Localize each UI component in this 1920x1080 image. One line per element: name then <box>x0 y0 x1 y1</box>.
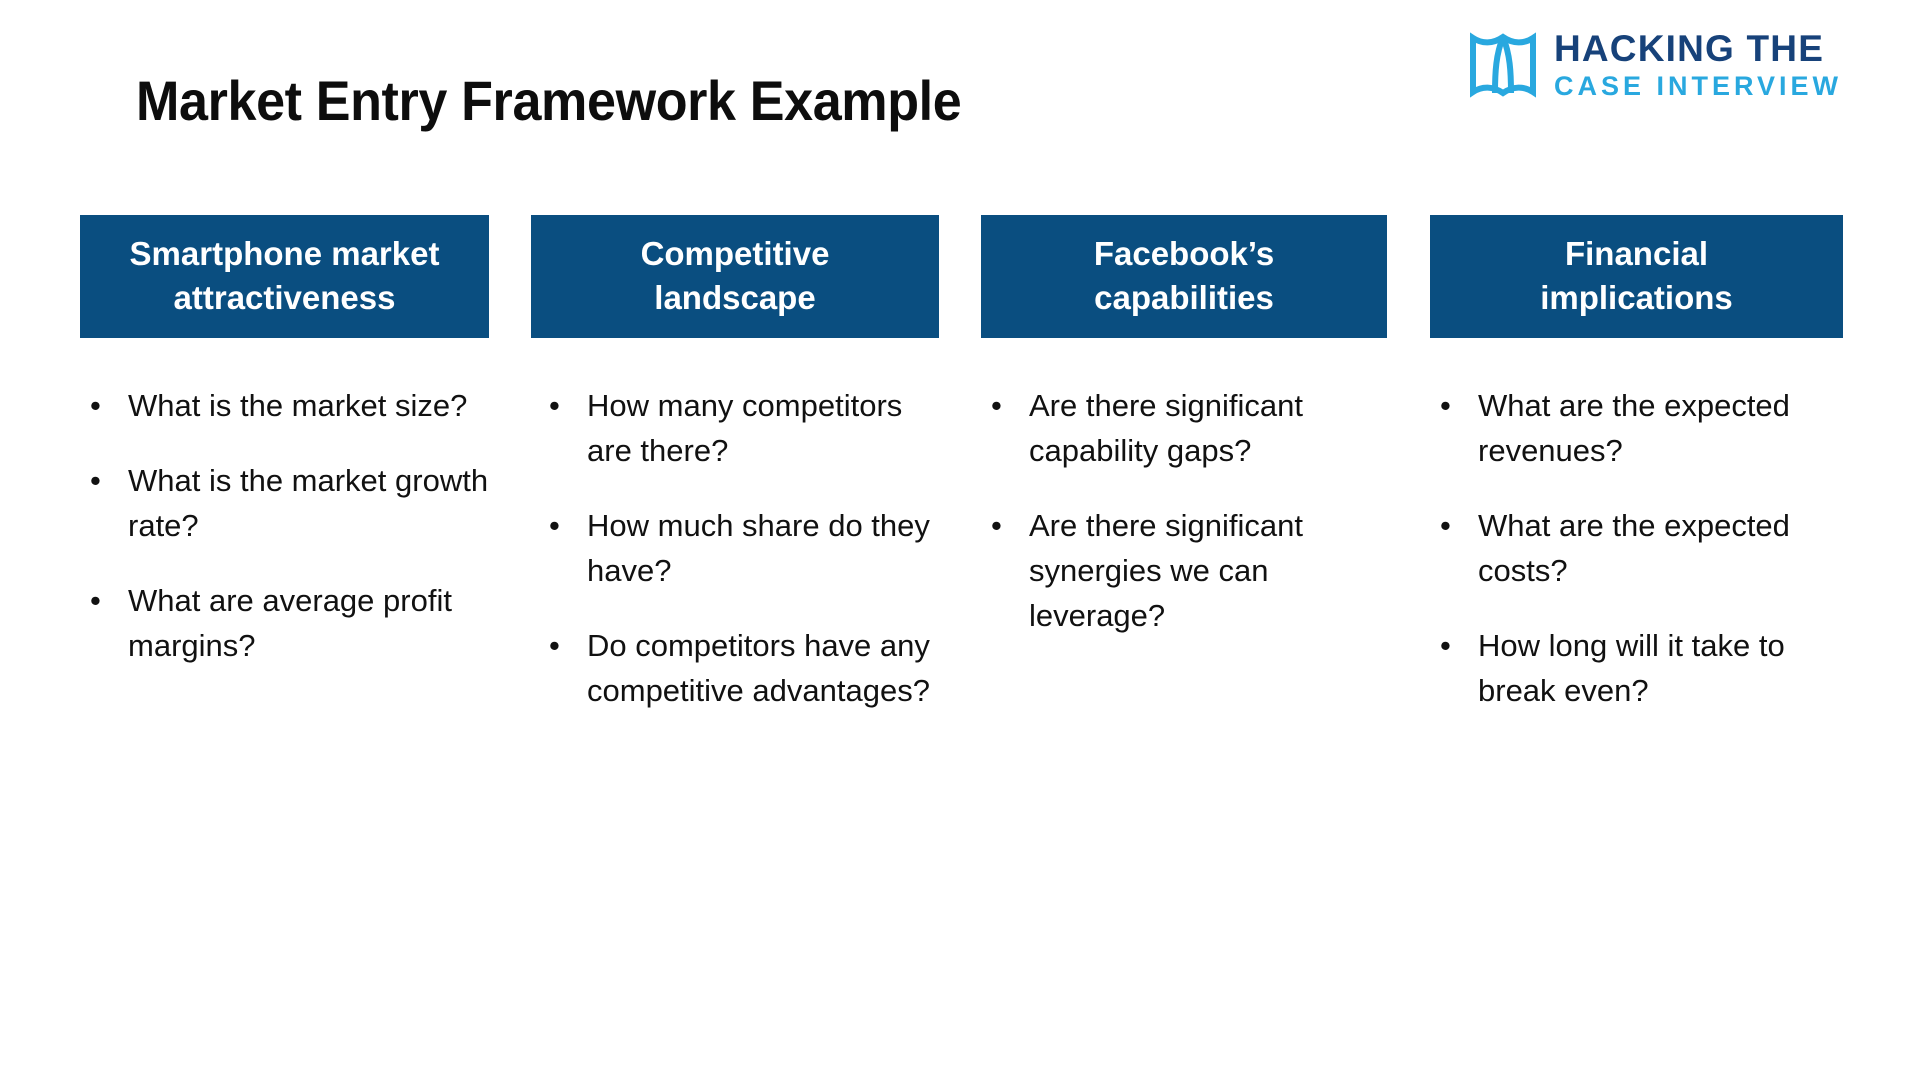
framework-columns: Smartphone market attractiveness • What … <box>0 215 1920 744</box>
list-item: • What are the expected revenues? <box>1430 384 1843 474</box>
open-book-icon <box>1468 32 1538 98</box>
list-item: • What is the market size? <box>80 384 489 429</box>
bullet-text: How long will it take to break even? <box>1478 627 1785 708</box>
framework-column-competitive-landscape: Competitive landscape • How many competi… <box>531 215 939 744</box>
framework-column-facebooks-capabilities: Facebook’s capabilities • Are there sign… <box>981 215 1387 744</box>
bullet-text: What is the market growth rate? <box>128 462 489 543</box>
bullet-icon: • <box>1440 627 1451 663</box>
list-item: • What are the expected costs? <box>1430 504 1843 594</box>
bullet-text: How many competitors are there? <box>587 388 903 468</box>
logo-line-2: CASE INTERVIEW <box>1553 71 1842 101</box>
bullet-list-1: • What is the market size? • What is the… <box>80 384 489 669</box>
column-header-1: Smartphone market attractiveness <box>80 215 489 338</box>
bullet-text: Do competitors have any competitive adva… <box>587 627 930 708</box>
bullet-icon: • <box>549 388 560 423</box>
bullet-text: What are the expected revenues? <box>1478 388 1790 468</box>
column-header-2-line-2: landscape <box>654 279 816 316</box>
column-header-3-line-1: Facebook’s <box>1093 235 1275 273</box>
bullet-list-3: • Are there significant capability gaps?… <box>981 384 1387 639</box>
list-item: • Are there significant capability gaps? <box>981 384 1387 474</box>
bullet-icon: • <box>1440 507 1451 543</box>
column-header-2: Competitive landscape <box>531 215 939 338</box>
bullet-text: How much share do they have? <box>587 507 930 588</box>
bullet-icon: • <box>90 388 101 423</box>
bullet-icon: • <box>1440 388 1451 423</box>
list-item: • What are average profit margins? <box>80 579 489 669</box>
bullet-text: Are there significant synergies we can l… <box>1029 507 1303 633</box>
brand-logo: HACKING THE CASE INTERVIEW <box>1468 30 1842 100</box>
bullet-text: Are there significant capability gaps? <box>1029 388 1303 468</box>
list-item: • How much share do they have? <box>539 504 939 594</box>
list-item: • What is the market growth rate? <box>80 459 489 549</box>
logo-line-1: HACKING THE <box>1553 28 1825 69</box>
column-header-3-line-2: capabilities <box>1094 279 1274 316</box>
bullet-icon: • <box>549 627 560 663</box>
list-item: • Are there significant synergies we can… <box>981 504 1387 639</box>
column-header-3: Facebook’s capabilities <box>981 215 1387 338</box>
framework-column-smartphone-market-attractiveness: Smartphone market attractiveness • What … <box>80 215 489 744</box>
bullet-text: What are average profit margins? <box>128 582 452 663</box>
logo-wordmark: HACKING THE CASE INTERVIEW <box>1554 30 1842 100</box>
bullet-icon: • <box>90 462 101 498</box>
bullet-icon: • <box>991 507 1002 543</box>
column-header-4-line-2: implications <box>1540 279 1733 316</box>
bullet-text: What are the expected costs? <box>1478 507 1790 588</box>
bullet-icon: • <box>549 507 560 543</box>
bullet-list-2: • How many competitors are there? • How … <box>539 384 939 714</box>
bullet-icon: • <box>991 388 1002 423</box>
list-item: • How long will it take to break even? <box>1430 624 1843 714</box>
bullet-text: What is the market size? <box>128 388 468 423</box>
framework-column-financial-implications: Financial implications • What are the ex… <box>1430 215 1843 744</box>
column-header-2-line-1: Competitive <box>640 235 830 273</box>
bullet-list-4: • What are the expected revenues? • What… <box>1430 384 1843 714</box>
column-header-4-line-1: Financial <box>1564 235 1709 273</box>
column-header-1-line-2: attractiveness <box>173 279 396 316</box>
list-item: • Do competitors have any competitive ad… <box>539 624 939 714</box>
list-item: • How many competitors are there? <box>539 384 939 474</box>
column-header-4: Financial implications <box>1430 215 1843 338</box>
column-header-1-line-1: Smartphone market <box>129 235 440 273</box>
page-title: Market Entry Framework Example <box>136 69 962 132</box>
bullet-icon: • <box>90 582 101 618</box>
